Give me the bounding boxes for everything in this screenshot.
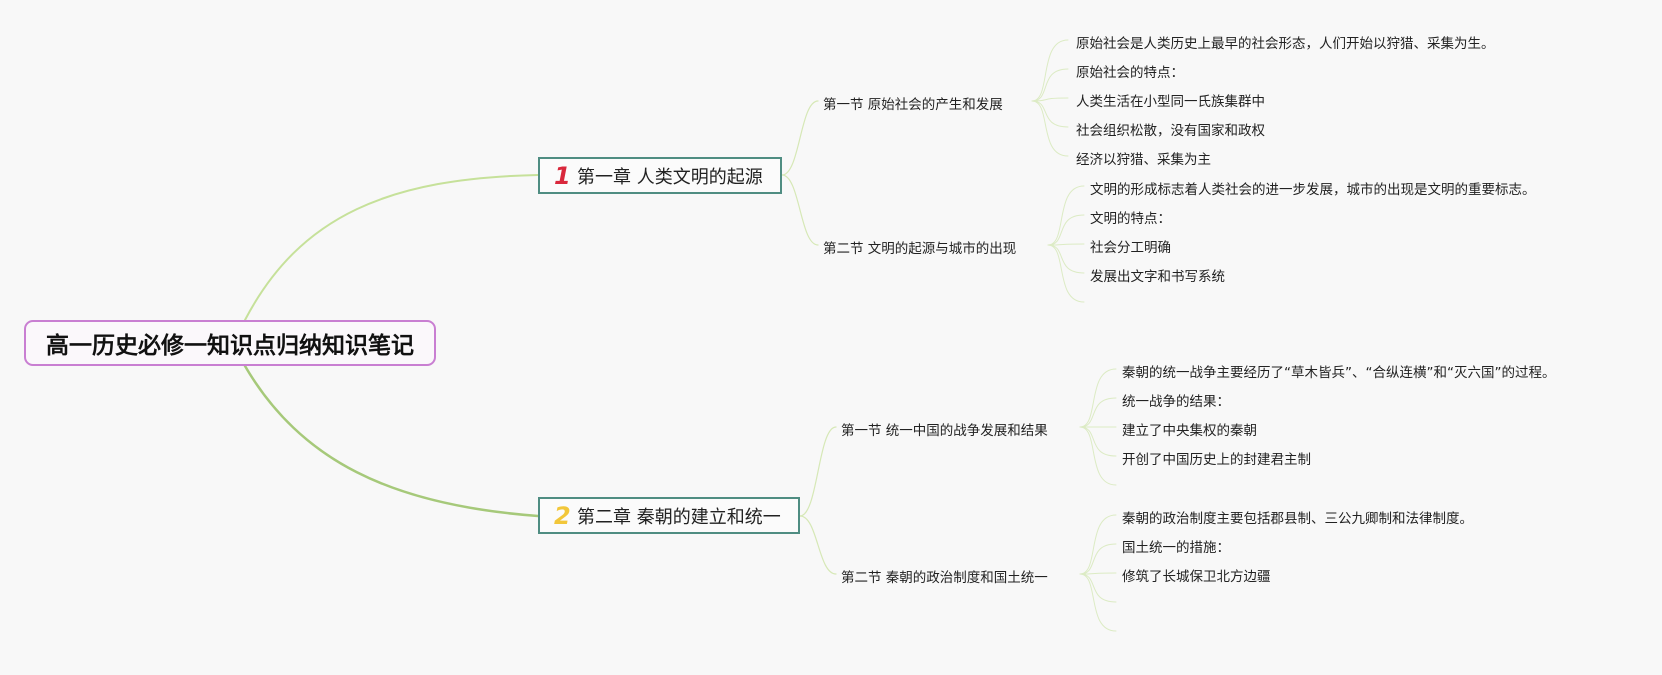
- connector-section-2-1-leaf-5: [1079, 426, 1117, 486]
- chapter-1-label: 第一章 人类文明的起源: [577, 166, 763, 188]
- leaf-2-1-4[interactable]: 开创了中国历史上的封建君主制: [1122, 448, 1311, 468]
- root-topic-label: 高一历史必修一知识点归纳知识笔记: [46, 333, 414, 359]
- leaf-1-2-2[interactable]: 文明的特点：: [1090, 207, 1171, 227]
- leaf-1-1-5[interactable]: 经济以狩猎、采集为主: [1076, 148, 1211, 168]
- connector-section-1-1-leaf-5: [1031, 100, 1069, 157]
- leaf-2-1-2[interactable]: 统一战争的结果：: [1122, 390, 1230, 410]
- connector-section-1-2-leaf-4: [1047, 244, 1085, 274]
- connector-section-1-1-leaf-1: [1031, 39, 1069, 102]
- leaf-1-2-4-label: 发展出文字和书写系统: [1090, 269, 1225, 285]
- connector-section-1-1-leaf-2: [1031, 68, 1069, 102]
- connector-chapter-1-section-2: [781, 174, 819, 246]
- chapter-2-topic[interactable]: 2 第二章 秦朝的建立和统一: [538, 497, 800, 534]
- chapter-2-number-icon: 2: [554, 501, 571, 530]
- connector-section-1-1-leaf-4: [1031, 100, 1069, 128]
- leaf-2-2-2[interactable]: 国土统一的措施：: [1122, 536, 1230, 556]
- connector-section-2-2-leaf-1: [1079, 514, 1117, 575]
- leaf-2-1-3[interactable]: 建立了中央集权的秦朝: [1122, 419, 1257, 439]
- leaf-1-2-1-label: 文明的形成标志着人类社会的进一步发展，城市的出现是文明的重要标志。: [1090, 182, 1536, 198]
- leaf-2-2-2-label: 国土统一的措施：: [1122, 540, 1230, 556]
- section-2-1-topic[interactable]: 第一节 统一中国的战争发展和结果: [841, 419, 1048, 439]
- connector-section-2-2-leaf-4: [1079, 573, 1117, 603]
- chapter-1-topic[interactable]: 1 第一章 人类文明的起源: [538, 157, 782, 194]
- leaf-2-2-1-label: 秦朝的政治制度主要包括郡县制、三公九卿制和法律制度。: [1122, 511, 1473, 527]
- leaf-1-1-4-label: 社会组织松散，没有国家和政权: [1076, 123, 1265, 139]
- leaf-2-1-2-label: 统一战争的结果：: [1122, 394, 1230, 410]
- connector-section-1-1-leaf-3: [1031, 97, 1069, 102]
- leaf-2-2-1[interactable]: 秦朝的政治制度主要包括郡县制、三公九卿制和法律制度。: [1122, 507, 1473, 527]
- leaf-1-1-1[interactable]: 原始社会是人类历史上最早的社会形态，人们开始以狩猎、采集为生。: [1076, 32, 1495, 52]
- connector-section-1-2-leaf-2: [1047, 214, 1085, 246]
- connector-section-2-2-leaf-3: [1079, 572, 1117, 575]
- section-1-1-label: 第一节 原始社会的产生和发展: [823, 97, 1003, 113]
- section-1-2-topic[interactable]: 第二节 文明的起源与城市的出现: [823, 237, 1016, 257]
- leaf-2-2-3[interactable]: 修筑了长城保卫北方边疆: [1122, 565, 1271, 585]
- leaf-1-2-1[interactable]: 文明的形成标志着人类社会的进一步发展，城市的出现是文明的重要标志。: [1090, 178, 1536, 198]
- leaf-1-1-3[interactable]: 人类生活在小型同一氏族集群中: [1076, 90, 1265, 110]
- connector-section-2-1-leaf-2: [1079, 397, 1117, 428]
- leaf-1-1-4[interactable]: 社会组织松散，没有国家和政权: [1076, 119, 1265, 139]
- connector-chapter-2-section-1: [799, 426, 837, 517]
- leaf-2-2-3-label: 修筑了长城保卫北方边疆: [1122, 569, 1271, 585]
- leaf-1-2-3-label: 社会分工明确: [1090, 240, 1171, 256]
- connector-section-1-2-leaf-3: [1047, 243, 1085, 246]
- leaf-1-2-3[interactable]: 社会分工明确: [1090, 236, 1171, 256]
- section-2-1-label: 第一节 统一中国的战争发展和结果: [841, 423, 1048, 439]
- connector-section-2-2-leaf-2: [1079, 543, 1117, 575]
- leaf-2-1-4-label: 开创了中国历史上的封建君主制: [1122, 452, 1311, 468]
- connector-section-2-2-leaf-5: [1079, 573, 1117, 632]
- chapter-2-label: 第二章 秦朝的建立和统一: [577, 506, 781, 528]
- leaf-1-1-2-label: 原始社会的特点：: [1076, 65, 1184, 81]
- leaf-1-1-1-label: 原始社会是人类历史上最早的社会形态，人们开始以狩猎、采集为生。: [1076, 36, 1495, 52]
- connector-section-1-2-leaf-1: [1047, 185, 1085, 246]
- chapter-1-number-icon: 1: [554, 161, 571, 190]
- section-2-2-topic[interactable]: 第二节 秦朝的政治制度和国土统一: [841, 566, 1048, 586]
- leaf-1-1-2[interactable]: 原始社会的特点：: [1076, 61, 1184, 81]
- leaf-2-1-1-label: 秦朝的统一战争主要经历了“草木皆兵”、“合纵连横”和“灭六国”的过程。: [1122, 365, 1556, 381]
- connector-chapter-2-section-2: [799, 515, 837, 575]
- connector-root-chapter-1: [244, 174, 539, 321]
- section-1-1-topic[interactable]: 第一节 原始社会的产生和发展: [823, 93, 1003, 113]
- leaf-2-1-1[interactable]: 秦朝的统一战争主要经历了“草木皆兵”、“合纵连横”和“灭六国”的过程。: [1122, 361, 1555, 381]
- section-1-2-label: 第二节 文明的起源与城市的出现: [823, 241, 1017, 257]
- connector-section-2-1-leaf-1: [1079, 368, 1117, 428]
- leaf-1-2-4[interactable]: 发展出文字和书写系统: [1090, 265, 1225, 285]
- leaf-1-1-5-label: 经济以狩猎、采集为主: [1076, 152, 1211, 168]
- leaf-1-1-3-label: 人类生活在小型同一氏族集群中: [1076, 94, 1265, 110]
- leaf-2-1-3-label: 建立了中央集权的秦朝: [1122, 423, 1257, 439]
- connector-root-chapter-2: [243, 364, 540, 518]
- connector-chapter-1-section-1: [781, 100, 819, 176]
- connector-section-1-2-leaf-5: [1047, 244, 1085, 303]
- leaf-1-2-2-label: 文明的特点：: [1090, 211, 1171, 227]
- root-topic[interactable]: 高一历史必修一知识点归纳知识笔记: [24, 320, 436, 366]
- connector-section-2-1-leaf-4: [1079, 426, 1117, 457]
- section-2-2-label: 第二节 秦朝的政治制度和国土统一: [841, 570, 1048, 586]
